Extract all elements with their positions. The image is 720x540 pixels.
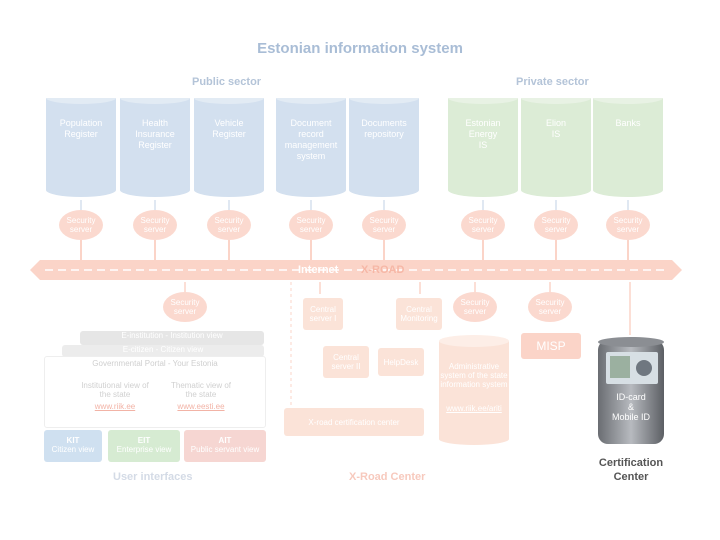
register-label: Banks [615,118,641,128]
mobile-id-text: Mobile ID [611,412,650,422]
register-label: Population Register [59,118,103,139]
security-server: Security server [207,210,251,240]
admin-system-link[interactable]: www.riik.ee/ariti [446,404,502,413]
xroad-center-label: X-Road Center [349,471,426,483]
register-label: Health Insurance Register [135,118,175,150]
id-card-label: ID-card & Mobile ID [598,392,664,422]
admin-system-cylinder [439,335,509,445]
institutional-link[interactable]: www.riik.ee [94,402,136,411]
id-card-device [598,337,664,444]
connector [80,240,82,260]
register-4: Documents repository [349,92,419,197]
connector-lines [184,282,631,415]
connector [482,240,484,260]
connector [228,240,230,260]
institutional-view-label: Institutional view of the state [81,381,149,399]
register-label: Vehicle Register [212,118,246,139]
register-2: Vehicle Register [194,92,264,197]
ampersand-text: & [627,402,634,412]
view-label: Enterprise view [116,445,172,454]
view-code: AIT [218,436,232,445]
security-server: Security server [461,210,505,240]
security-server-admin: Security server [453,292,497,322]
register-0: Population Register [46,92,116,197]
view-label: Citizen view [51,445,95,454]
security-server-misp: Security server [528,292,572,322]
central-server-1: Central server I [303,298,343,330]
security-server: Security server [59,210,103,240]
security-server: Security server [606,210,650,240]
connector [310,200,312,210]
register-7: Banks [593,92,663,197]
e-citizen-portal: E-citizen - Citizen view [62,345,264,357]
governmental-portal: Governmental Portal - Your Estonia [44,356,266,428]
connector [482,200,484,210]
register-label: Estonian Energy IS [465,118,501,150]
id-card-text: ID-card [616,392,646,402]
security-server: Security server [362,210,406,240]
connector [555,200,557,210]
e-institution-portal: E-institution - Institution view [80,331,264,345]
internet-label: Internet [298,264,339,276]
register-5: Estonian Energy IS [448,92,518,197]
view-code: KIT [66,436,80,445]
helpdesk: HelpDesk [378,348,424,376]
connector [627,240,629,260]
view-label: Public servant view [190,445,260,454]
register-label: Elion IS [545,118,566,139]
connector [310,240,312,260]
security-server: Security server [534,210,578,240]
register-1: Health Insurance Register [120,92,190,197]
connector [555,240,557,260]
register-label: Documents repository [361,118,407,139]
security-server: Security server [289,210,333,240]
register-label: Document record management system [284,118,338,161]
xroad-label: X-ROAD [361,264,405,276]
security-server-portal: Security server [163,292,207,322]
admin-system-label: Administrative system of the state infor… [440,362,508,389]
central-monitoring: Central Monitoring [396,298,442,330]
xroad-backbone [30,260,682,280]
xroad-certification-center: X-road certification center [284,408,424,436]
view-code: EIT [137,436,151,445]
connector [383,240,385,260]
register-6: Elion IS [521,92,591,197]
misp-box: MISP [521,333,581,359]
security-server: Security server [133,210,177,240]
central-server-2: Central server II [323,346,369,378]
connector [154,240,156,260]
connector [80,200,82,210]
gov-portal-title: Governmental Portal - Your Estonia [92,359,218,368]
diagram-title: Estonian information system [257,40,463,57]
thematic-link[interactable]: www.eesti.ee [177,402,225,411]
register-3: Document record management system [276,92,346,197]
connector [154,200,156,210]
thematic-view-label: Thematic view of the state [170,381,232,399]
connector [228,200,230,210]
public-sector-label: Public sector [192,76,262,88]
certification-center-label: Certification Center [598,457,664,483]
user-interfaces-label: User interfaces [113,471,193,483]
connector [383,200,385,210]
private-sector-label: Private sector [516,76,589,88]
connector [627,200,629,210]
